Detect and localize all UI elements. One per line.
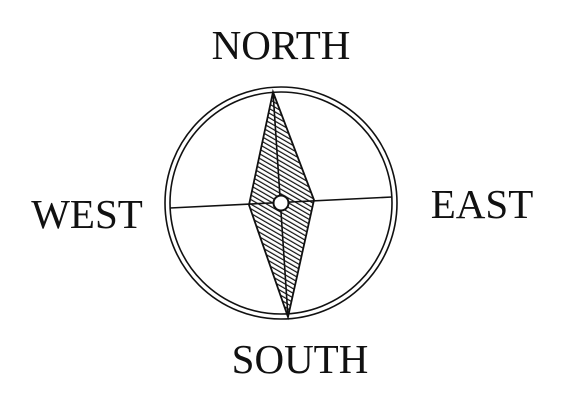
west-label: WEST [31, 191, 143, 237]
east-label: EAST [431, 181, 534, 227]
pivot-circle [274, 196, 289, 211]
south-label: SOUTH [232, 336, 369, 382]
north-label: NORTH [212, 22, 351, 68]
